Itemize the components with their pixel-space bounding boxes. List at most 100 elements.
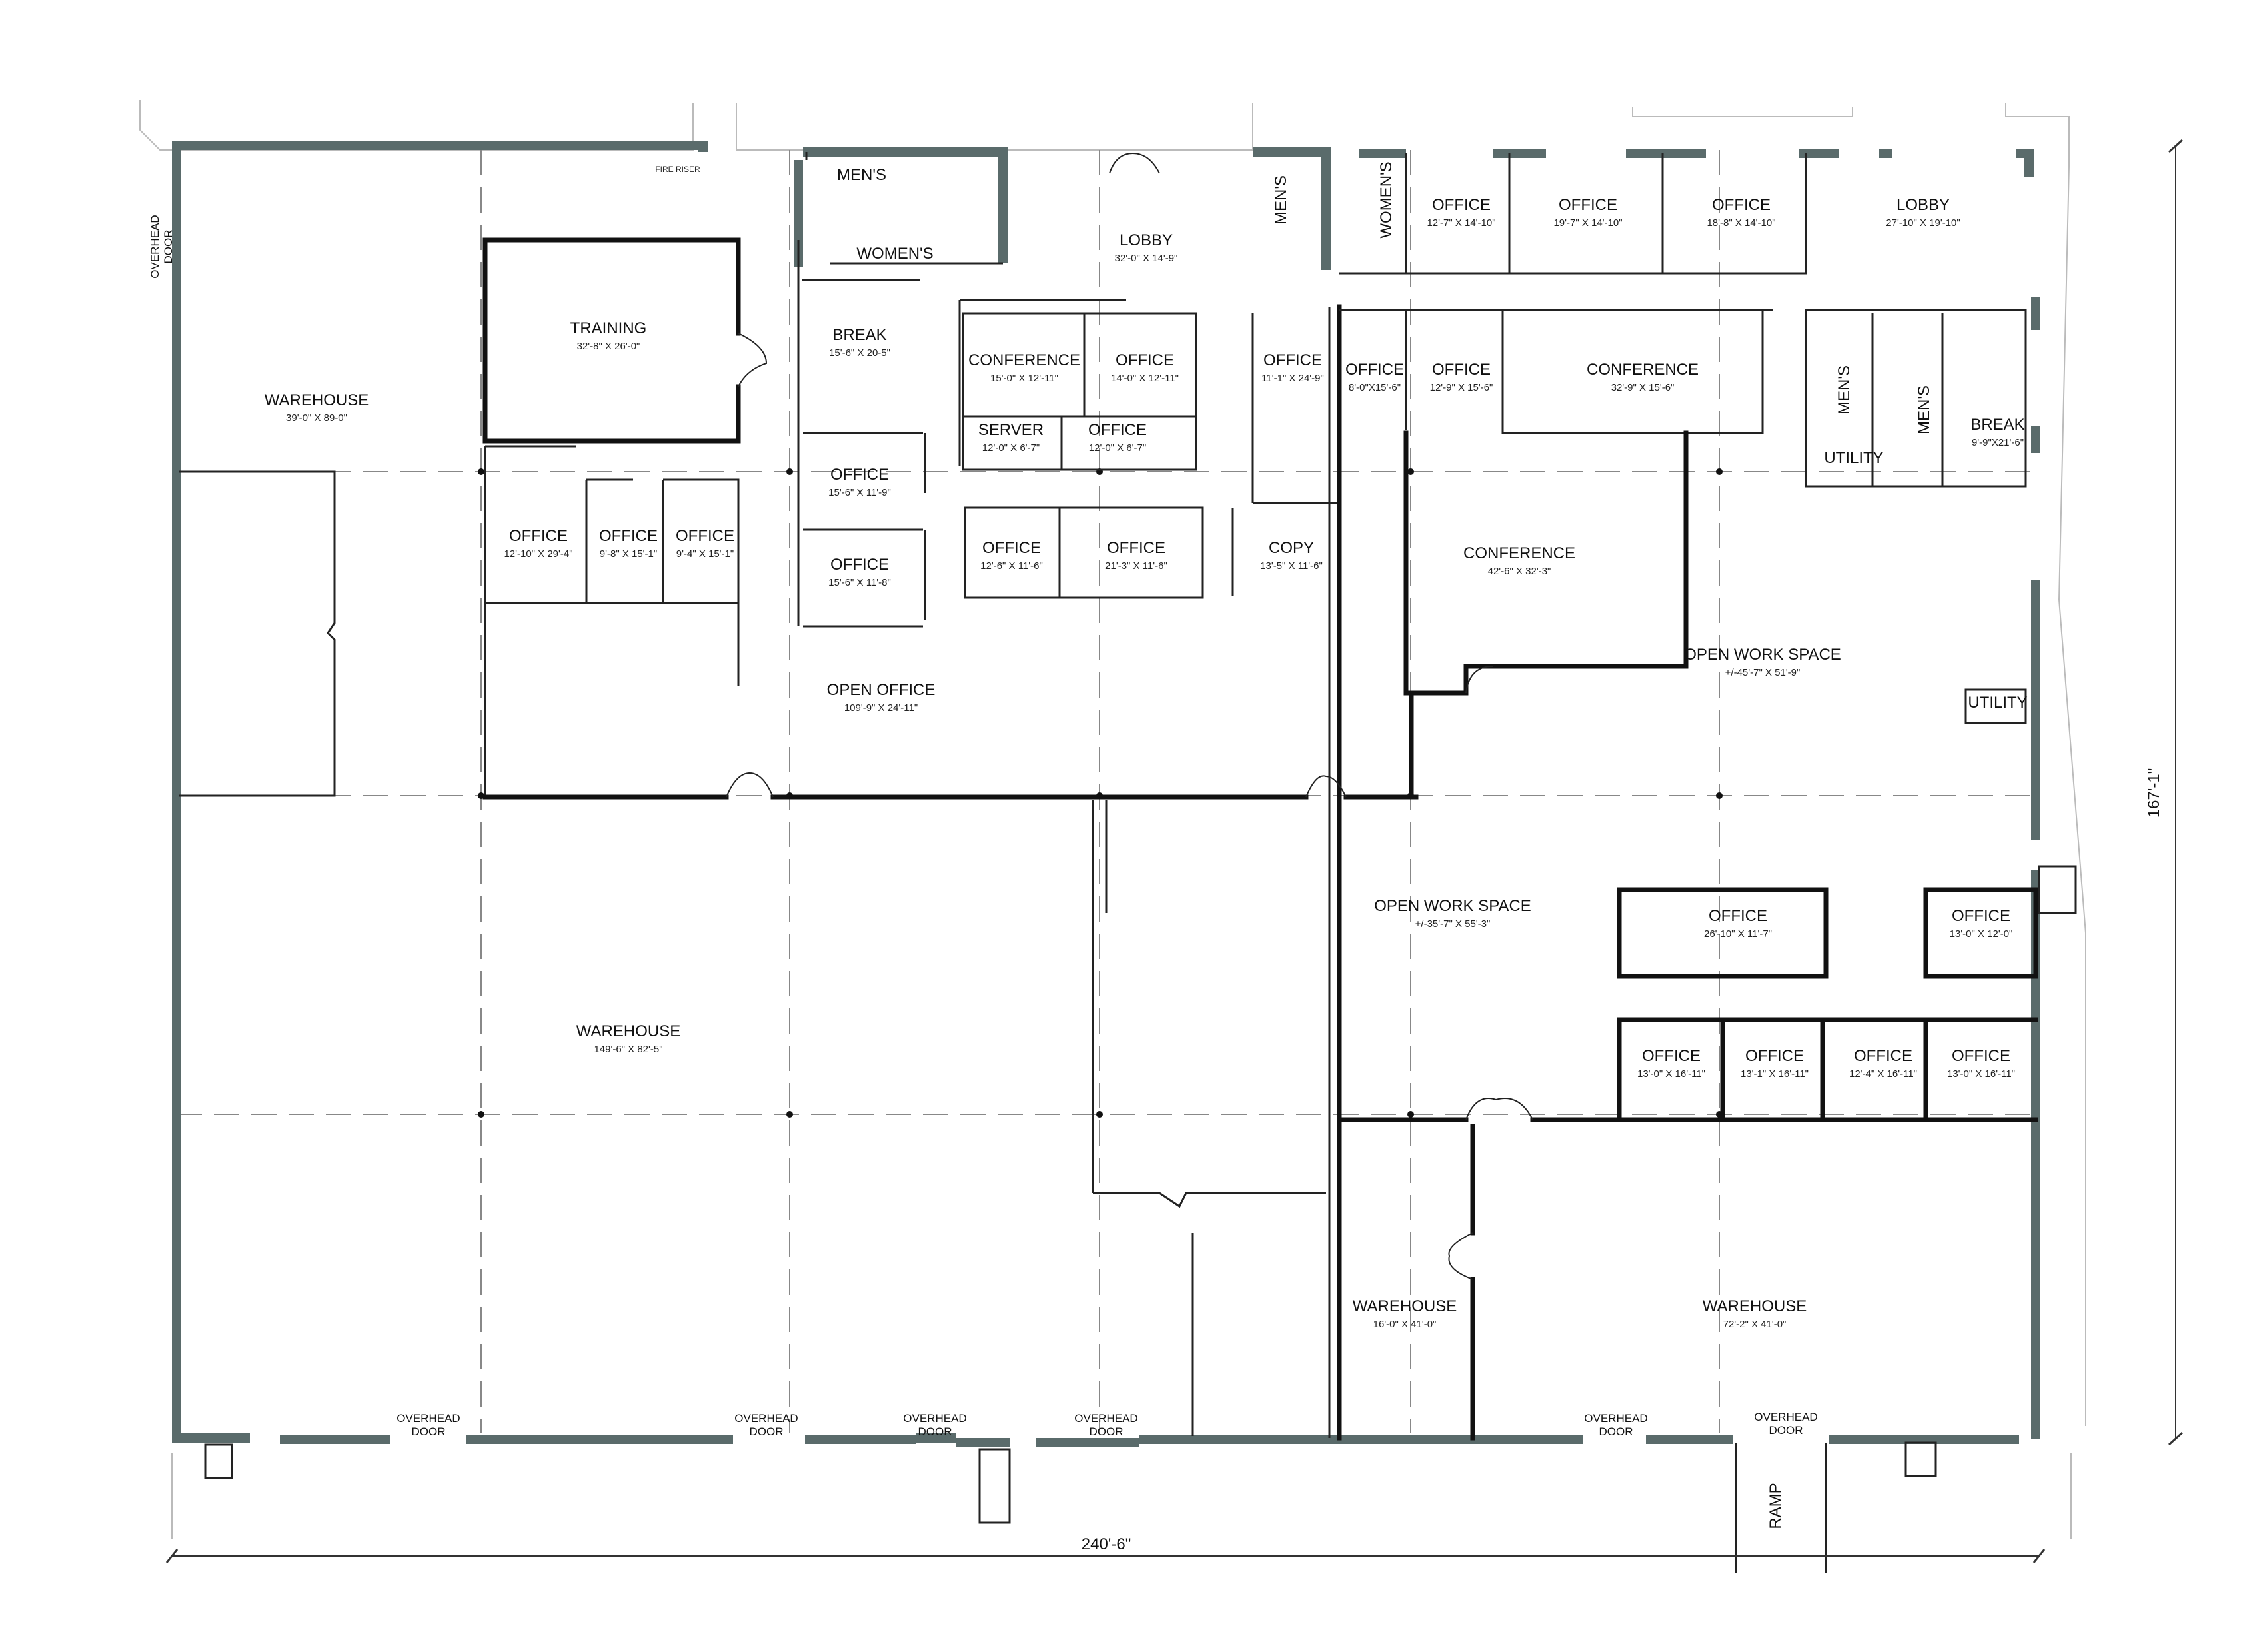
room-dimensions: 12'-7" X 14'-10": [1427, 217, 1495, 229]
room-dimensions: 9'-8" X 15'-1": [600, 548, 657, 560]
room-name: LOBBY: [1896, 196, 1950, 214]
room-name: WAREHOUSE: [1353, 1297, 1457, 1315]
room-name: WAREHOUSE: [265, 391, 369, 409]
room-name: OFFICE: [1107, 539, 1165, 557]
room-office-r: OFFICE 13'-0" X 16'-11": [1637, 1047, 1705, 1080]
room-name: OFFICE: [1642, 1047, 1701, 1065]
room-office-n: OFFICE 8'-0"X15'-6": [1345, 361, 1404, 393]
structural-grid: [177, 150, 2032, 1433]
room-utility-2: UTILITY: [1968, 694, 2027, 712]
room-dimensions: 18'-8" X 14'-10": [1707, 217, 1775, 229]
room-name: UTILITY: [1968, 694, 2027, 712]
room-name: OFFICE: [1854, 1047, 1912, 1065]
room-utility-1: UTILITY: [1824, 449, 1883, 467]
exterior-walls: [172, 141, 2040, 1447]
dimension-lines: [165, 139, 2184, 1563]
room-dimensions: 13'-0" X 12'-0": [1950, 928, 2013, 940]
room-dimensions: 32'-0" X 14'-9": [1115, 253, 1178, 264]
room-name: OFFICE: [1088, 421, 1147, 439]
room-open-work-2: OPEN WORK SPACE+/-35'-7" X 55'-3": [1374, 897, 1531, 930]
room-name: OFFICE: [1263, 351, 1322, 369]
overhead-door-label: DOOR: [1769, 1424, 1803, 1437]
room-warehouse-west: WAREHOUSE 39'-0" X 89-0": [265, 391, 369, 424]
room-name: WOMEN'S: [856, 245, 933, 263]
overhead-door-labels: OVERHEADDOOROVERHEADDOOROVERHEADDOOROVER…: [149, 215, 1818, 1438]
room-dimensions: 14'-0" X 12'-11": [1111, 373, 1179, 384]
room-dimensions: 72'-2" X 41'-0": [1723, 1319, 1787, 1330]
site-outline: [139, 100, 2086, 1539]
overhead-door-label: OVERHEAD: [1584, 1412, 1647, 1425]
room-dimensions: 15'-6" X 20-5": [829, 347, 890, 359]
room-name: CONFERENCE: [1587, 361, 1699, 379]
room-dimensions: +/-45'-7" X 51'-9": [1725, 667, 1801, 678]
room-dimensions: 13'-0" X 16'-11": [1637, 1068, 1705, 1080]
room-dimensions: 13'-0" X 16'-11": [1947, 1068, 2015, 1080]
overhead-door-label: OVERHEAD: [903, 1412, 966, 1425]
room-name: OFFICE: [676, 527, 734, 545]
room-name: MEN'S: [1272, 175, 1290, 225]
overall-width-dim: 240'-6": [1082, 1535, 1131, 1553]
room-name: OPEN WORK SPACE: [1374, 897, 1531, 915]
room-dimensions: 26'-10" X 11'-7": [1704, 928, 1772, 940]
room-dimensions: 11'-1" X 24'-9": [1261, 373, 1324, 384]
room-name: WOMEN'S: [1377, 161, 1395, 238]
overhead-door-label: OVERHEAD: [1754, 1411, 1817, 1423]
room-lobby-2: LOBBY 27'-10" X 19'-10": [1886, 196, 1960, 229]
ramp-label: RAMP: [1767, 1483, 1785, 1529]
room-name: OPEN OFFICE: [827, 681, 936, 699]
ramp: [1735, 1443, 1827, 1573]
room-mens-2: MEN'S: [1272, 175, 1290, 225]
room-name: OFFICE: [1952, 1047, 2010, 1065]
overhead-door-label: DOOR: [1599, 1425, 1633, 1438]
room-dimensions: 21'-3" X 11'-6": [1105, 560, 1167, 572]
room-name: COPY: [1269, 539, 1314, 557]
room-name: OPEN WORK SPACE: [1684, 646, 1841, 664]
room-dimensions: 9'-9"X21'-6": [1972, 437, 2024, 448]
interior-walls: [179, 152, 2038, 1441]
room-name: BREAK: [832, 326, 886, 344]
column-markers: [478, 468, 1723, 1118]
room-name: OFFICE: [599, 527, 658, 545]
room-dimensions: 27'-10" X 19'-10": [1886, 217, 1960, 229]
doors: [726, 152, 1533, 1280]
room-name: TRAINING: [570, 319, 647, 337]
room-dimensions: 39'-0" X 89-0": [286, 413, 347, 424]
overhead-door-label: DOOR: [1090, 1425, 1124, 1438]
overhead-door-label: OVERHEAD: [396, 1412, 460, 1425]
room-dimensions: 8'-0"X15'-6": [1349, 382, 1401, 393]
fire-riser-label: FIRE RISER: [655, 165, 700, 174]
room-mens-3: MEN'S: [1835, 365, 1853, 414]
room-dimensions: 15'-0" X 12'-11": [990, 373, 1058, 384]
room-dimensions: 109'-9" X 24'-11": [844, 702, 918, 714]
room-dimensions: 13'-1" X 16'-11": [1741, 1068, 1809, 1080]
room-dimensions: 42'-6" X 32'-3": [1488, 566, 1551, 577]
room-office-a: OFFICE 14'-0" X 12'-11": [1111, 351, 1179, 384]
overhead-door-label: DOOR: [918, 1425, 952, 1438]
room-name: OFFICE: [1345, 361, 1404, 379]
room-name: OFFICE: [1116, 351, 1174, 369]
room-name: LOBBY: [1120, 231, 1173, 249]
room-dimensions: 149'-6" X 82'-5": [594, 1044, 662, 1055]
overhead-door-label: DOOR: [412, 1425, 446, 1438]
room-office-u: OFFICE 13'-0" X 16'-11": [1947, 1047, 2015, 1080]
room-dimensions: 9'-4" X 15'-1": [676, 548, 734, 560]
room-name: MEN'S: [1915, 385, 1933, 434]
room-name: UTILITY: [1824, 449, 1883, 467]
